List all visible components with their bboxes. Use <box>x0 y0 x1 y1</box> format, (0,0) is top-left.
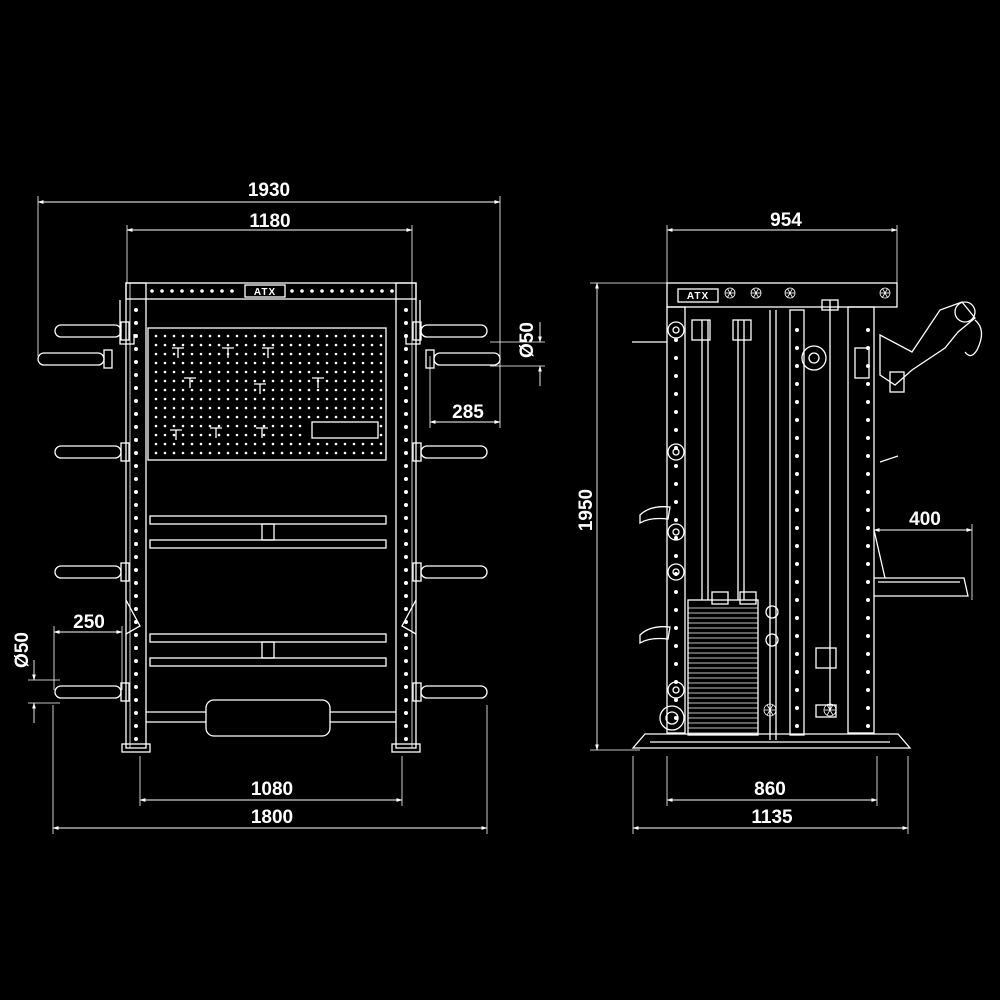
dim-285: 285 <box>429 356 501 428</box>
dim-954: 954 <box>666 210 898 283</box>
dim-860-label: 860 <box>754 779 786 800</box>
front-right-upright <box>395 282 417 749</box>
dim-dia50-top-label: Ø50 <box>517 322 538 358</box>
dim-250: 250 <box>53 612 123 690</box>
dimension-lines: 1930 1180 Ø50 285 250 <box>12 180 973 834</box>
front-storage-pegs <box>37 321 501 702</box>
dim-1930-label: 1930 <box>248 180 290 201</box>
dim-285-label: 285 <box>452 402 484 423</box>
dim-dia50-top: Ø50 <box>490 322 545 386</box>
front-safety-arm-upper <box>149 515 387 549</box>
front-j-hooks <box>119 300 421 635</box>
dim-954-label: 954 <box>770 210 802 231</box>
atx-logo-side: ATX <box>687 291 709 302</box>
front-base-feet <box>121 743 421 753</box>
side-top-beam: ATX <box>666 282 898 308</box>
dim-1930: 1930 <box>37 180 501 356</box>
side-view: ATX <box>631 282 983 749</box>
dim-1135: 1135 <box>632 756 909 834</box>
side-base <box>631 703 912 749</box>
side-dip-attachment <box>873 529 969 597</box>
front-pegboard-panel <box>147 327 387 461</box>
side-weight-stack <box>687 591 759 736</box>
dim-dia50-left-label: Ø50 <box>12 632 33 668</box>
side-grip-handles <box>632 341 899 645</box>
dim-1800: 1800 <box>52 705 488 834</box>
dim-1800-label: 1800 <box>251 807 293 828</box>
dim-400: 400 <box>873 509 973 600</box>
dim-1180-label: 1180 <box>249 211 290 232</box>
side-pulleys <box>659 321 827 731</box>
dim-1950-label: 1950 <box>576 489 597 531</box>
front-safety-arm-lower <box>149 633 387 667</box>
dim-dia50-left: Ø50 <box>12 632 60 723</box>
side-rear-column <box>789 299 875 736</box>
front-top-crossbeam: ATX <box>125 282 417 300</box>
side-swivel-arm <box>879 301 983 393</box>
front-roller-pad <box>146 699 396 737</box>
dim-1080-label: 1080 <box>251 779 293 800</box>
atx-logo-front: ATX <box>254 287 276 298</box>
dim-1180: 1180 <box>126 211 413 283</box>
front-view: ATX <box>37 282 501 753</box>
dim-1950: 1950 <box>576 282 667 751</box>
dim-1135-label: 1135 <box>751 807 793 828</box>
dim-1080: 1080 <box>139 756 403 806</box>
front-left-upright <box>125 282 147 749</box>
side-cable-columns <box>691 310 777 740</box>
side-front-upright <box>666 306 686 734</box>
dim-400-label: 400 <box>909 509 941 530</box>
dim-860: 860 <box>666 756 878 806</box>
dim-250-label: 250 <box>73 612 105 633</box>
